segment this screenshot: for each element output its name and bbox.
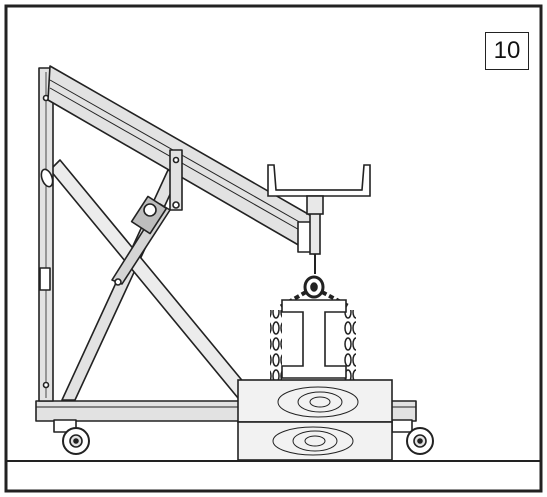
wood-block-bottom <box>237 421 393 461</box>
lift-attachment <box>267 164 371 299</box>
i-beam-load <box>281 299 347 379</box>
wood-blocks <box>237 379 393 461</box>
step-number: 10 <box>493 37 521 64</box>
step-number-badge: 10 <box>485 32 529 70</box>
rear-wheel <box>53 419 90 455</box>
hydraulic-ram <box>111 195 171 286</box>
wood-block-top <box>237 379 393 423</box>
engine-hoist <box>35 65 434 455</box>
boom-bracket <box>169 149 183 211</box>
